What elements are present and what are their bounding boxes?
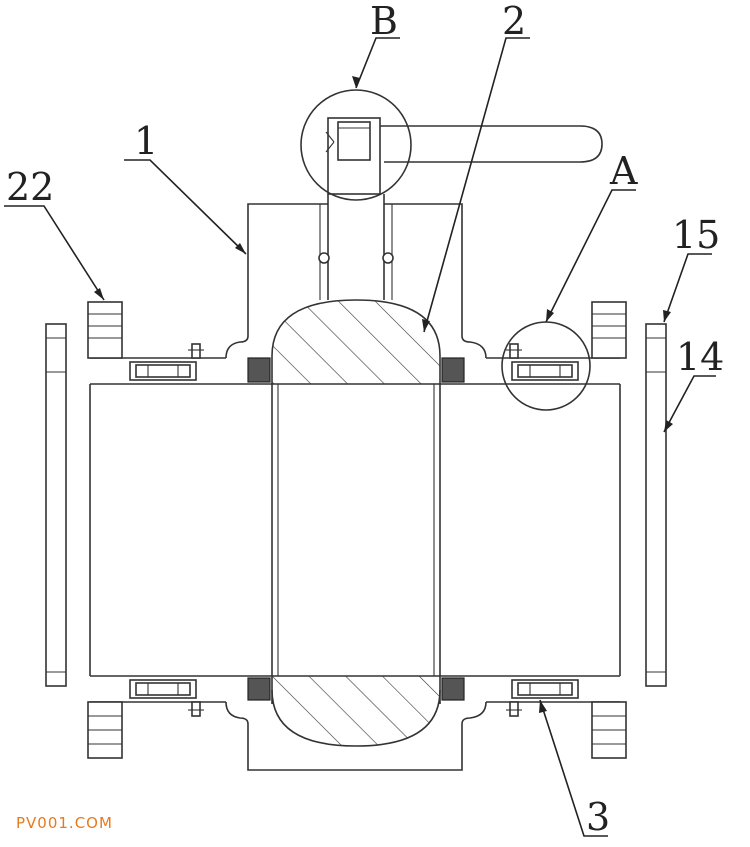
ball xyxy=(271,299,441,747)
handle xyxy=(325,117,603,195)
detail-b-circle xyxy=(300,89,412,201)
label-22: 22 xyxy=(6,165,54,209)
bolt-assembly-bottom-right xyxy=(506,679,579,717)
label-14: 14 xyxy=(676,335,724,379)
left-flange xyxy=(45,301,123,759)
watermark-text: PV001.COM xyxy=(16,814,113,832)
bolt-assembly-top-left xyxy=(129,343,204,381)
bolt-assembly-bottom-left xyxy=(129,679,204,717)
right-flange xyxy=(591,301,667,759)
seat-rings xyxy=(247,357,465,701)
label-3: 3 xyxy=(586,795,610,839)
bolt-assembly-top-right xyxy=(506,343,579,381)
label-15: 15 xyxy=(672,213,720,257)
leader-lines xyxy=(4,37,716,837)
label-2: 2 xyxy=(502,0,526,43)
label-1: 1 xyxy=(134,119,158,163)
left-flange-plate xyxy=(45,323,67,687)
label-a: A xyxy=(609,149,638,193)
label-b: B xyxy=(370,0,398,43)
right-flange-plate xyxy=(645,323,667,687)
